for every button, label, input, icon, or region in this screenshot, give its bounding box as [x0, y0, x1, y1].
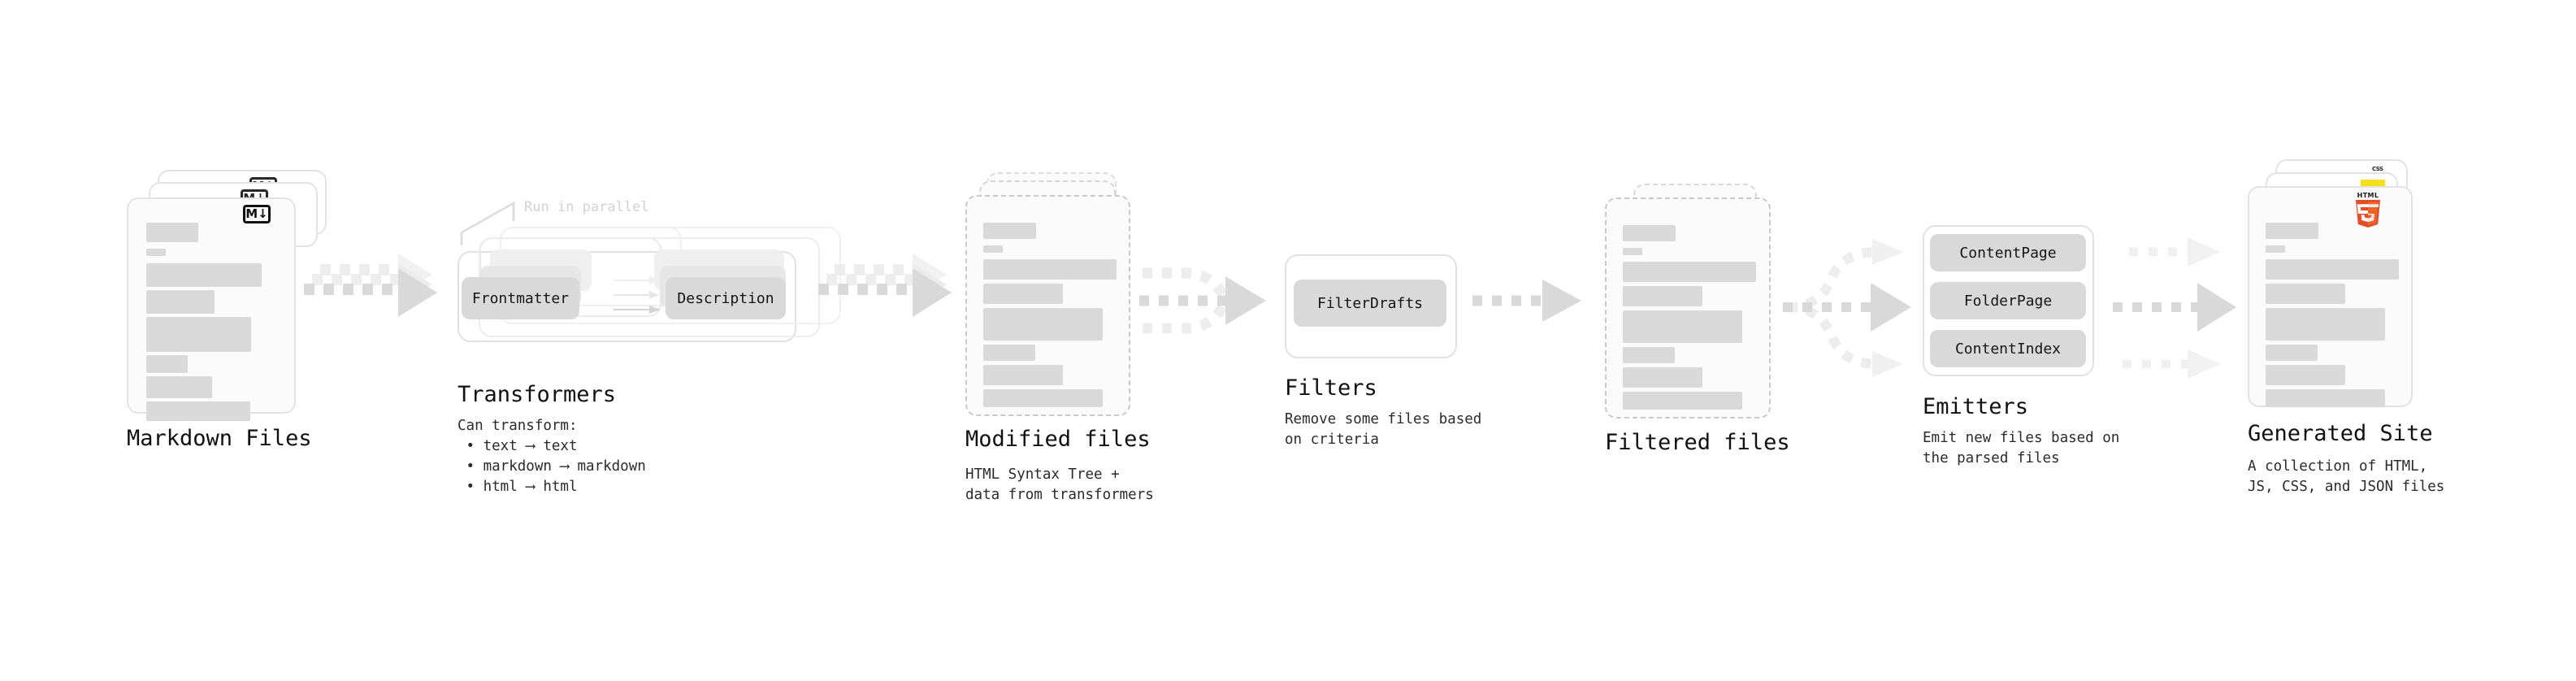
skeleton-line [983, 365, 1063, 385]
emitter-chip-contentindex[interactable]: ContentIndex [1930, 330, 2086, 367]
css-icon-label: CSS [2372, 166, 2383, 172]
stage-title-transformers: Transformers [458, 382, 617, 407]
filtered-file-card-front [1605, 197, 1771, 419]
skeleton-line [146, 317, 251, 352]
skeleton-line [983, 389, 1103, 407]
emitters-box [1923, 225, 2094, 376]
transformer-chip-description[interactable]: Description [666, 277, 786, 319]
skeleton-line [983, 245, 1003, 253]
skeleton-line [983, 308, 1103, 340]
skeleton-line [983, 259, 1117, 280]
html5-icon-label: HTML [2357, 192, 2379, 199]
stage-description-modified-files: HTML Syntax Tree + data from transformer… [965, 466, 1154, 503]
skeleton-line [983, 223, 1036, 239]
modified-file-card-front [965, 195, 1130, 416]
skeleton-line [2266, 259, 2399, 280]
skeleton-line [1623, 286, 1702, 306]
skeleton-line [2266, 365, 2345, 385]
arrow-markdown-to-transformers [302, 241, 465, 330]
arrow-filters-to-filtered [1471, 276, 1609, 341]
html5-icon: HTML [2354, 192, 2382, 228]
skeleton-line [146, 401, 250, 421]
skeleton-line [146, 223, 198, 242]
emitter-chip-contentpage[interactable]: ContentPage [1930, 234, 2086, 271]
stage-title-modified-files: Modified files [965, 427, 1151, 452]
skeleton-line [1623, 367, 1702, 388]
skeleton-line [2266, 389, 2385, 407]
stage-title-emitters: Emitters [1923, 394, 2029, 419]
skeleton-line [1623, 347, 1675, 363]
run-in-parallel-label: Run in parallel [524, 199, 649, 215]
filter-chip-filterdrafts[interactable]: FilterDrafts [1294, 280, 1446, 327]
stage-description-generated-site: A collection of HTML, JS, CSS, and JSON … [2248, 458, 2445, 495]
stage-description-transformers: Can transform: • text ⟶ text • markdown … [458, 418, 646, 495]
skeleton-line [2266, 245, 2285, 253]
transformers-box-front [458, 251, 796, 342]
stage-title-generated-site: Generated Site [2248, 421, 2433, 446]
skeleton-line [2266, 345, 2318, 361]
skeleton-line [983, 345, 1035, 361]
skeleton-line [146, 376, 212, 398]
skeleton-line [1623, 225, 1676, 241]
skeleton-line [146, 249, 166, 256]
skeleton-line [2266, 308, 2385, 340]
skeleton-line [2266, 284, 2345, 304]
markdown-icon: M↓ [243, 205, 271, 223]
stage-title-markdown-files: Markdown Files [127, 426, 312, 451]
arrow-transformers-to-modified [817, 242, 971, 332]
skeleton-line [1623, 248, 1642, 255]
skeleton-line [146, 355, 188, 373]
stage-title-filtered-files: Filtered files [1605, 430, 1790, 455]
arrow-modified-to-filters [1136, 258, 1290, 348]
arrow-emitters-to-site [2113, 232, 2275, 379]
skeleton-line [1623, 392, 1742, 410]
skeleton-line [2266, 223, 2318, 239]
skeleton-line [983, 284, 1063, 304]
arrow-filtered-to-emitters [1780, 232, 1942, 379]
transformer-inner-arrows [614, 272, 670, 329]
stage-title-filters: Filters [1285, 375, 1377, 401]
filters-box [1285, 254, 1457, 358]
skeleton-line [1623, 310, 1742, 343]
stage-description-filters: Remove some files based on criteria [1285, 411, 1482, 448]
skeleton-line [1623, 262, 1756, 282]
stage-description-emitters: Emit new files based on the parsed files [1923, 430, 2120, 466]
transformer-chip-frontmatter[interactable]: Frontmatter [462, 277, 579, 319]
skeleton-line [146, 290, 215, 314]
skeleton-line [146, 263, 262, 287]
emitter-chip-folderpage[interactable]: FolderPage [1930, 282, 2086, 319]
run-in-parallel-bracket [460, 198, 549, 247]
site-file-card-html [2248, 186, 2413, 407]
markdown-file-card-front [127, 197, 296, 421]
